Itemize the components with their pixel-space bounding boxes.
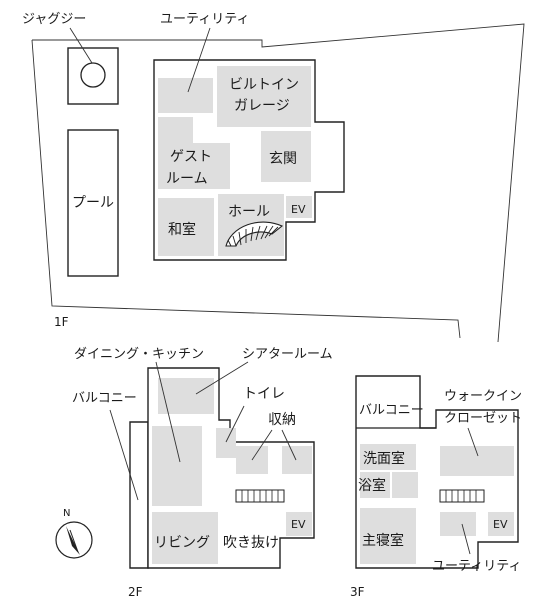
room-toilet <box>216 428 236 458</box>
label-pool: プール <box>72 195 114 211</box>
room-washitsu <box>158 198 214 256</box>
label-living: リビング <box>154 535 210 551</box>
room-bathroom <box>360 472 390 498</box>
label-theater: シアタールーム <box>242 347 333 362</box>
stair-3f <box>439 489 485 503</box>
site-boundary-1f <box>32 23 525 343</box>
storage-leader-a <box>251 429 273 461</box>
label-bathroom: 浴室 <box>358 477 386 494</box>
label-ev-2f: EV <box>291 518 306 531</box>
walkin-leader <box>467 427 479 457</box>
room-entrance <box>261 131 311 182</box>
label-balcony-3f: バルコニー <box>359 403 424 418</box>
room-walkin <box>440 446 514 476</box>
label-balcony-2f: バルコニー <box>72 391 137 406</box>
label-hall: ホール <box>228 204 270 220</box>
room-theater <box>158 378 214 414</box>
room-guest-upper <box>158 117 193 147</box>
storage-leader-b <box>281 429 297 461</box>
site-boundary-1f-west <box>31 39 461 339</box>
theater-leader <box>195 361 249 395</box>
spiral-staircase <box>225 221 284 247</box>
label-jacuzzi: ジャグジー <box>22 12 86 27</box>
room-guest <box>158 143 230 189</box>
label-walkin-line1: ウォークイン <box>444 389 522 404</box>
pool-area <box>67 129 119 277</box>
balcony-2f <box>129 421 149 569</box>
room-washroom <box>360 444 416 470</box>
label-floor-3f: 3F <box>350 585 365 599</box>
dining-leader <box>155 361 181 463</box>
label-garage-line1: ビルトイン <box>229 77 299 93</box>
utility-1f-leader <box>187 27 211 93</box>
label-toilet: トイレ <box>243 386 285 402</box>
label-ev-1f: EV <box>291 203 306 216</box>
room-garage <box>217 66 311 127</box>
jacuzzi-leader <box>69 27 93 64</box>
label-utility-3f: ユーティリティ <box>432 559 521 574</box>
room-dining <box>152 426 202 506</box>
label-washroom: 洗面室 <box>363 450 405 467</box>
room-ev-2f <box>286 512 312 536</box>
label-walkin-line2: クローゼット <box>444 411 522 426</box>
room-master <box>360 508 416 564</box>
jacuzzi-tub <box>80 62 106 88</box>
balcony-2f-leader <box>109 409 139 501</box>
room-utility-3f <box>440 512 476 536</box>
room-utility-1f <box>158 78 213 113</box>
label-guest-line1: ゲスト <box>170 149 212 165</box>
label-atrium: 吹き抜け <box>223 535 279 551</box>
utility-3f-leader <box>461 523 471 555</box>
label-guest-line2: ルーム <box>166 171 208 187</box>
label-master: 主寝室 <box>362 532 404 549</box>
room-living <box>152 512 218 564</box>
room-washroom-side <box>392 472 418 498</box>
label-washitsu: 和室 <box>168 221 196 238</box>
stair-2f <box>235 489 285 503</box>
room-ev-3f <box>488 512 514 536</box>
room-ev-1f <box>286 196 312 218</box>
label-utility-1f: ユーティリティ <box>160 12 249 27</box>
label-storage: 収納 <box>268 412 296 428</box>
label-dining: ダイニング・キッチン <box>74 347 204 362</box>
room-storage-b <box>282 446 312 474</box>
label-floor-2f: 2F <box>128 585 143 599</box>
label-north: N <box>63 508 70 519</box>
label-ev-3f: EV <box>493 518 508 531</box>
north-arrow <box>55 521 93 559</box>
label-floor-1f: 1F <box>54 315 69 329</box>
label-garage-line2: ガレージ <box>234 98 290 114</box>
toilet-leader <box>225 405 245 443</box>
label-entrance: 玄関 <box>269 150 297 167</box>
